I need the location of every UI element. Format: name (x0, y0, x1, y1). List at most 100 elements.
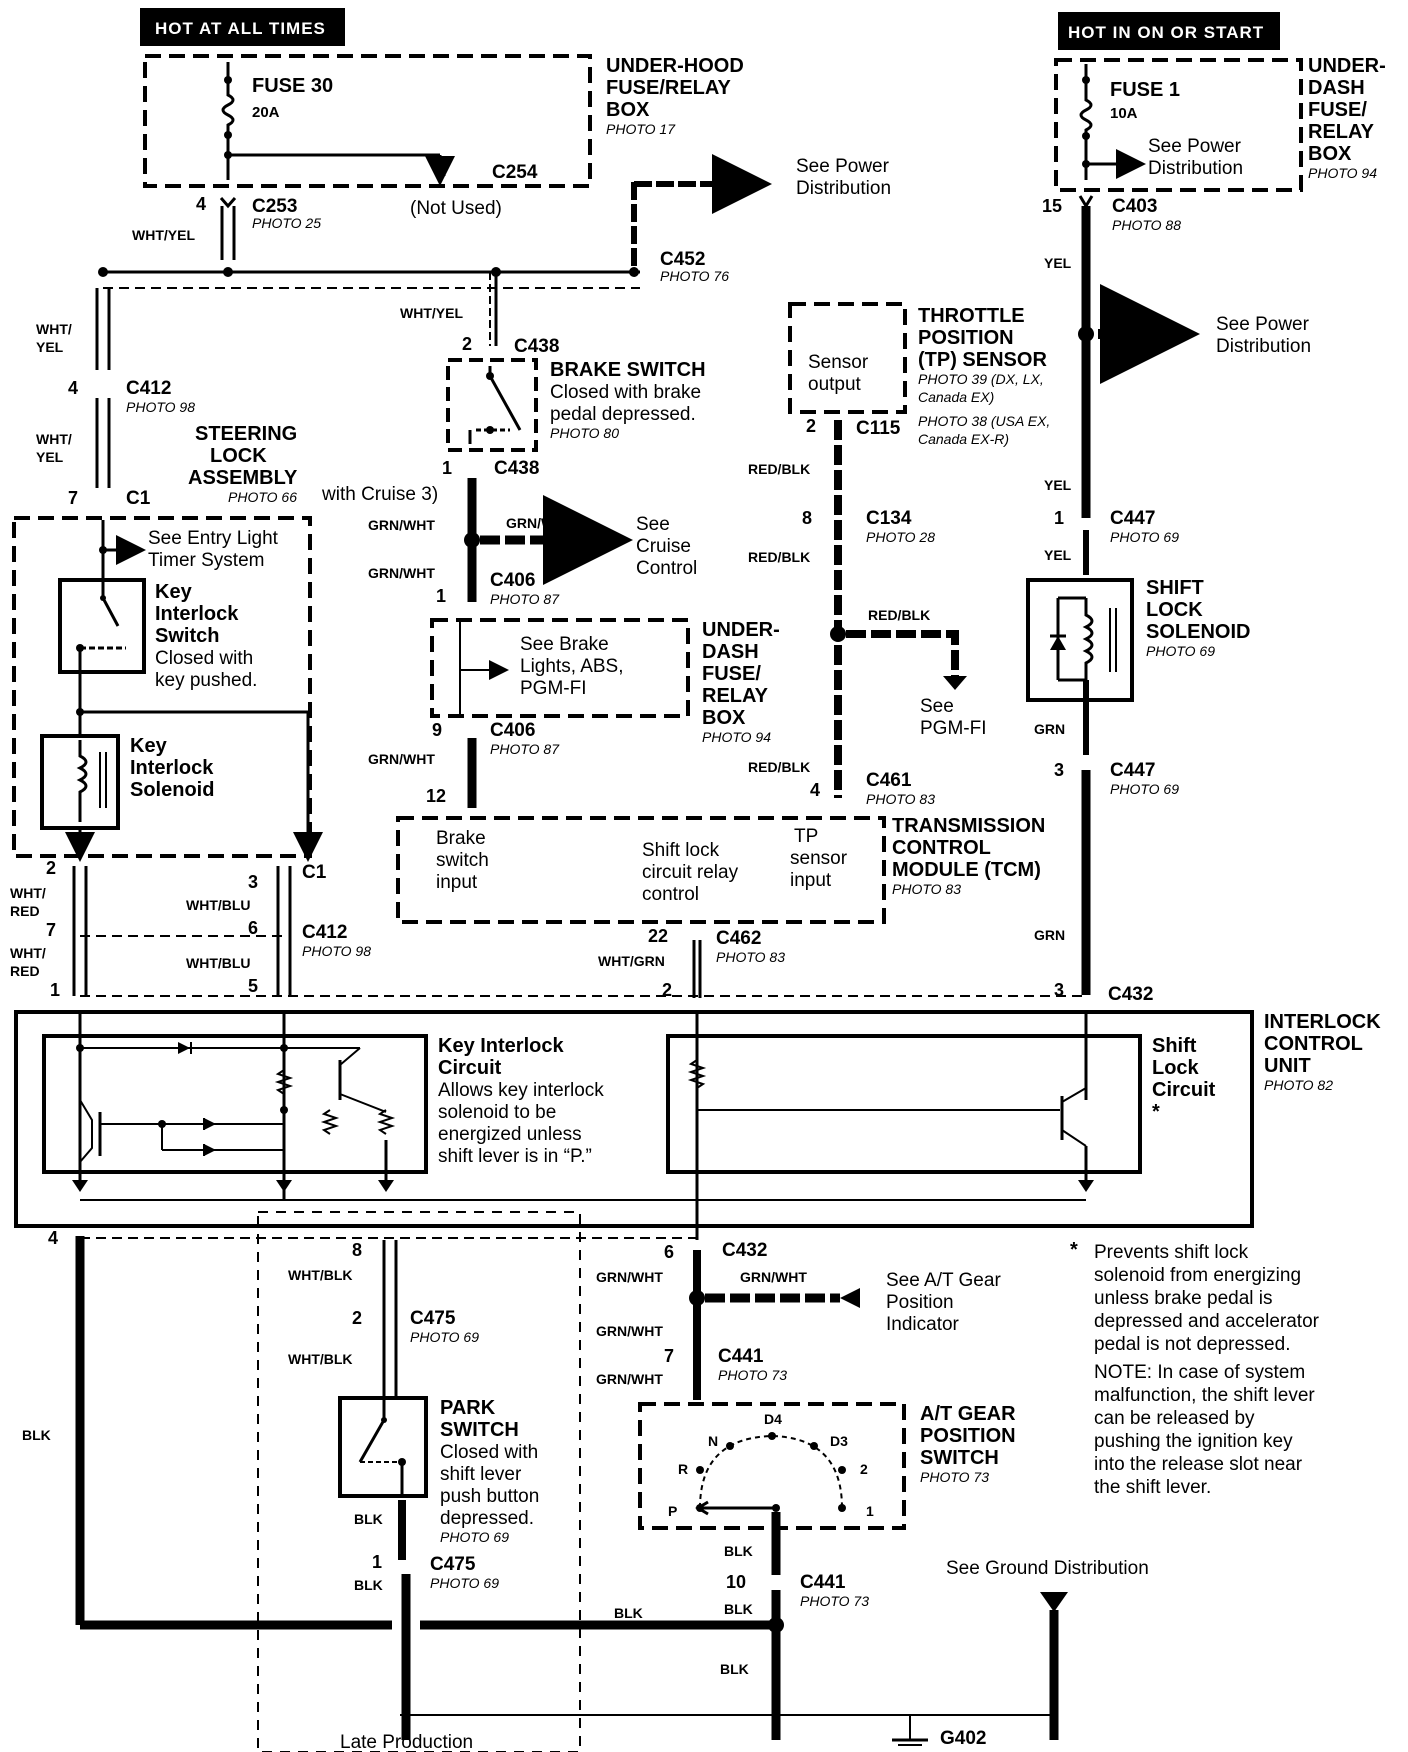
svg-text:Interlock: Interlock (155, 603, 239, 625)
svg-text:Lights, ABS,: Lights, ABS, (520, 656, 624, 677)
throttle-position-sensor: Sensor output THROTTLE POSITION (TP) SEN… (788, 302, 1050, 447)
svg-text:Distribution: Distribution (1216, 336, 1311, 357)
key-interlock-circuit: Key Interlock Circuit Allows key interlo… (42, 1012, 604, 1200)
svg-text:switch: switch (436, 850, 489, 871)
svg-text:PARK: PARK (440, 1397, 496, 1419)
underdash-fuse-relay-box-right: FUSE 1 10A See Power Distribution UNDER-… (1054, 55, 1386, 192)
svg-text:C1: C1 (302, 862, 327, 883)
svg-text:PHOTO 88: PHOTO 88 (1112, 217, 1181, 233)
svg-text:Control: Control (636, 558, 697, 579)
svg-text:RELAY: RELAY (1308, 121, 1375, 143)
svg-text:C134: C134 (866, 508, 912, 529)
svg-text:push button: push button (440, 1486, 539, 1507)
svg-text:P: P (668, 1503, 677, 1519)
svg-text:2: 2 (860, 1461, 868, 1477)
svg-text:depressed and accelerator: depressed and accelerator (1094, 1311, 1320, 1332)
svg-text:RED: RED (10, 963, 40, 979)
park-switch: 8 WHT/BLK 2 C475 PHOTO 69 WHT/BLK PARK S… (288, 1240, 539, 1740)
svg-text:*: * (1070, 1239, 1078, 1261)
svg-text:FUSE/: FUSE/ (702, 663, 761, 685)
svg-text:malfunction, the shift lever: malfunction, the shift lever (1094, 1385, 1315, 1406)
svg-text:GRN: GRN (1034, 721, 1065, 737)
svg-text:*: * (1152, 1101, 1160, 1123)
svg-text:2: 2 (662, 980, 672, 1000)
svg-text:GRN/WHT: GRN/WHT (368, 565, 435, 581)
svg-text:PHOTO 25: PHOTO 25 (252, 215, 321, 231)
svg-text:NOTE: In case of system: NOTE: In case of system (1094, 1362, 1305, 1383)
svg-text:PGM-FI: PGM-FI (920, 718, 987, 739)
svg-text:RED/BLK: RED/BLK (868, 607, 930, 623)
svg-text:4: 4 (48, 1228, 58, 1248)
svg-text:Switch: Switch (155, 625, 219, 647)
svg-text:PHOTO 17: PHOTO 17 (606, 121, 676, 137)
svg-text:4: 4 (810, 780, 820, 800)
svg-text:Shift: Shift (1152, 1035, 1197, 1057)
at-gear-position-switch: 6 C432 GRN/WHT GRN/WHT See A/T Gear Posi… (596, 1240, 1016, 1740)
svg-text:key pushed.: key pushed. (155, 670, 257, 691)
blk-left-wire: 4 BLK BLK (22, 1228, 770, 1630)
svg-text:Allows key interlock: Allows key interlock (438, 1080, 604, 1101)
svg-text:Indicator: Indicator (886, 1314, 960, 1335)
svg-text:Circuit: Circuit (438, 1057, 502, 1079)
svg-text:GRN/WHT: GRN/WHT (596, 1269, 663, 1285)
svg-text:4: 4 (196, 194, 206, 214)
svg-text:2: 2 (806, 416, 816, 436)
svg-text:UNIT: UNIT (1264, 1055, 1311, 1077)
svg-text:R: R (678, 1461, 688, 1477)
svg-text:C441: C441 (800, 1572, 846, 1593)
svg-text:2: 2 (462, 334, 472, 354)
header-hot-in-on-or-start: HOT IN ON OR START (1058, 12, 1280, 50)
svg-text:FUSE 30: FUSE 30 (252, 75, 333, 97)
svg-text:Closed with brake: Closed with brake (550, 382, 701, 403)
svg-text:BLK: BLK (614, 1605, 643, 1621)
svg-text:C452: C452 (660, 249, 705, 270)
svg-text:See Power: See Power (796, 156, 890, 177)
underhood-fuse-relay-box: FUSE 30 20A UNDER-HOOD FUSE/RELAY BOX PH… (143, 54, 744, 219)
svg-text:See Power: See Power (1216, 314, 1310, 335)
svg-text:BLK: BLK (724, 1601, 753, 1617)
svg-text:Key: Key (155, 581, 193, 603)
svg-text:control: control (642, 884, 699, 905)
svg-text:BRAKE SWITCH: BRAKE SWITCH (550, 359, 706, 381)
svg-text:1: 1 (372, 1552, 382, 1572)
svg-text:BLK: BLK (720, 1661, 749, 1677)
svg-text:WHT/BLK: WHT/BLK (288, 1351, 353, 1367)
svg-text:PHOTO 98: PHOTO 98 (302, 943, 371, 959)
svg-text:20A: 20A (252, 104, 280, 121)
svg-text:Timer System: Timer System (148, 550, 264, 571)
svg-text:STEERING: STEERING (195, 423, 297, 445)
svg-text:GRN/WHT: GRN/WHT (596, 1323, 663, 1339)
svg-text:PHOTO 69: PHOTO 69 (1146, 643, 1215, 659)
svg-text:See Ground Distribution: See Ground Distribution (946, 1558, 1149, 1579)
brake-switch: WHT/YEL 2 C438 BRAKE SWITCH Closed with … (400, 272, 706, 479)
svg-text:6: 6 (664, 1242, 674, 1262)
svg-text:Canada EX): Canada EX) (918, 389, 994, 405)
svg-text:BLK: BLK (724, 1543, 753, 1559)
svg-text:C462: C462 (716, 928, 761, 949)
svg-text:UNDER-: UNDER- (1308, 55, 1386, 77)
svg-text:1: 1 (1054, 508, 1064, 528)
svg-text:PHOTO 80: PHOTO 80 (550, 425, 619, 441)
svg-text:PHOTO 73: PHOTO 73 (718, 1367, 787, 1383)
svg-text:BOX: BOX (702, 707, 746, 729)
grn-wht-brake-wire: with Cruise 3) GRN/WHT GRN/WHT See Cruis… (321, 478, 697, 808)
svg-text:GRN: GRN (1034, 927, 1065, 943)
svg-text:1: 1 (436, 586, 446, 606)
svg-text:Interlock: Interlock (130, 757, 214, 779)
svg-text:BLK: BLK (22, 1427, 51, 1443)
svg-text:D4: D4 (764, 1411, 782, 1427)
svg-text:PHOTO 73: PHOTO 73 (800, 1593, 869, 1609)
svg-text:C254: C254 (492, 162, 538, 183)
svg-text:UNDER-HOOD: UNDER-HOOD (606, 55, 744, 77)
svg-text:Shift lock: Shift lock (642, 840, 720, 861)
svg-text:shift lever: shift lever (440, 1464, 522, 1485)
svg-text:Key: Key (130, 735, 168, 757)
svg-text:G402: G402 (940, 1728, 986, 1749)
svg-text:WHT/: WHT/ (10, 945, 46, 961)
steering-lock-assembly: WHT/ YEL 4 C412 PHOTO 98 WHT/ YEL STEERI… (12, 288, 323, 862)
svg-text:12: 12 (426, 786, 446, 806)
svg-text:PHOTO 83: PHOTO 83 (716, 949, 785, 965)
yel-grn-wire-right: See Power Distribution 15 C403 PHOTO 88 … (1034, 195, 1311, 1005)
svg-text:PHOTO 73: PHOTO 73 (920, 1469, 989, 1485)
svg-text:the shift lever.: the shift lever. (1094, 1477, 1211, 1498)
